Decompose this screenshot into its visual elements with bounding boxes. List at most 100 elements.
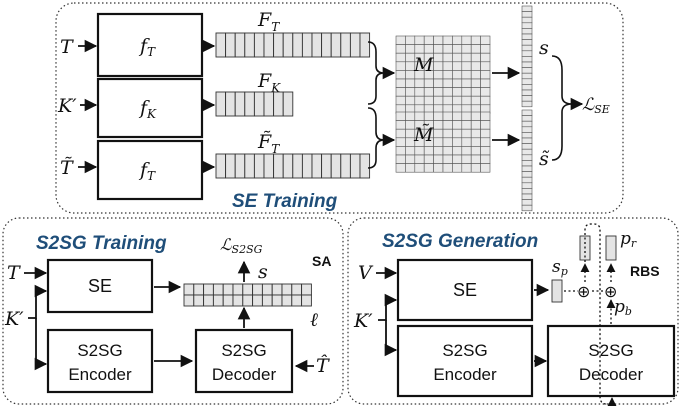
sa-cell [232,294,244,307]
dash-feedback-loop [584,223,617,407]
feature-cell [292,153,303,179]
matrix-cell [480,52,491,63]
s2sg-train-encoder-box [46,328,154,394]
sa-cell [281,283,293,296]
matrix-cell [433,78,444,88]
vector-cell [521,67,533,74]
matrix-cell [442,137,453,147]
s2sg-train-input-t: T [7,262,21,284]
se-input-kprime: K′ [57,95,77,117]
feature-cell [225,32,236,58]
sa-cell [261,294,273,307]
matrix-cell [470,35,481,45]
arrow-train-k-to-encoder [34,318,48,371]
score-label-s: s [539,37,549,59]
matrix-cell [442,70,453,80]
se-input-ttilde: T̃ [60,157,74,179]
matrix-cell [395,87,406,97]
s2sg-train-encoder-label-1: S2SG [77,341,122,360]
plus-left-icon: ⊕ [577,284,590,301]
matrix-cell [395,95,406,106]
vector-cell [521,193,533,200]
matrix-cell [480,87,491,97]
feature-cell [215,91,227,117]
matrix-cell [442,44,453,54]
sa-cell [183,294,195,307]
feature-label-ft: FT [257,9,280,34]
matrix-cell [470,44,481,54]
matrix-cell [470,163,481,173]
score-vector-stilde [521,109,533,212]
s2sg-train-score-s: s [258,261,268,283]
matrix-cell [395,61,406,71]
feature-cell [301,32,313,58]
encoder-label-fk: fK [138,97,157,121]
vector-cell [521,5,533,12]
matrix-cell [405,154,416,164]
matrix-cell [461,87,472,97]
matrix-cell [433,154,444,164]
matrix-cell [480,137,491,147]
matrix-cell [442,146,453,156]
matrix-cell [395,163,406,173]
vector-cell [521,204,533,212]
matrix-cell [423,35,434,45]
matrix-cell [452,128,463,139]
matrix-cell [452,70,463,80]
matrix-cell [405,35,416,45]
feature-cell [273,91,284,117]
encoder-label-ft-2: fT [138,159,156,183]
matrix-cell [395,44,406,54]
feature-cell [253,91,265,117]
label-pb: pb [614,297,632,318]
sa-cell [193,294,205,307]
sa-cell [193,283,205,296]
matrix-cell [405,95,416,106]
vector-cell [521,72,533,80]
s2sg-train-decoder-label-1: S2SG [221,341,266,360]
s2sg-train-se-box [46,258,154,314]
gen-decoder-label-2: Decoder [579,365,644,384]
gen-se-box [396,258,534,322]
sa-cell [203,294,214,307]
sa-cell [271,283,283,296]
matrix-cell [395,35,406,45]
matrix-cell [452,137,463,147]
sa-cell [222,294,234,307]
sa-cell [242,294,254,307]
s2sg-generation-title: S2SG Generation [382,231,538,252]
matrix-cell [452,52,463,63]
matrix-cell [470,111,481,121]
matrix-cell [461,120,472,130]
matrix-cell [433,61,444,71]
feature-cell [359,153,371,179]
matrix-cell [423,87,434,97]
matrix-cell [433,87,444,97]
sa-cell [301,294,312,307]
matrix-cell [442,87,453,97]
matrix-cell [480,128,491,139]
matrix-cell [442,128,453,139]
matrix-cell [452,44,463,54]
feature-cell [225,91,236,117]
encoder-label-ft-1: fT [138,35,156,59]
vector-cell [521,165,533,172]
matrix-cell [433,128,444,139]
feature-strip-ft [215,32,371,58]
s2sg-train-decoder-label-2: Decoder [212,365,277,384]
bar-pr [605,235,617,261]
matrix-cell [442,111,453,121]
ell-label: ℓ [310,309,318,331]
matrix-cell [452,87,463,97]
feature-cell [321,153,332,179]
sa-cell [252,294,263,307]
matrix-cell [452,95,463,106]
s2sg-train-encoder-label-2: Encoder [68,365,132,384]
se-loss-label: ℒSE [582,95,610,116]
vector-cell [521,50,533,57]
sa-cell [232,283,244,296]
gen-encoder-label-2: Encoder [433,365,497,384]
matrix-cell [405,163,416,173]
matrix-cell [480,163,491,173]
